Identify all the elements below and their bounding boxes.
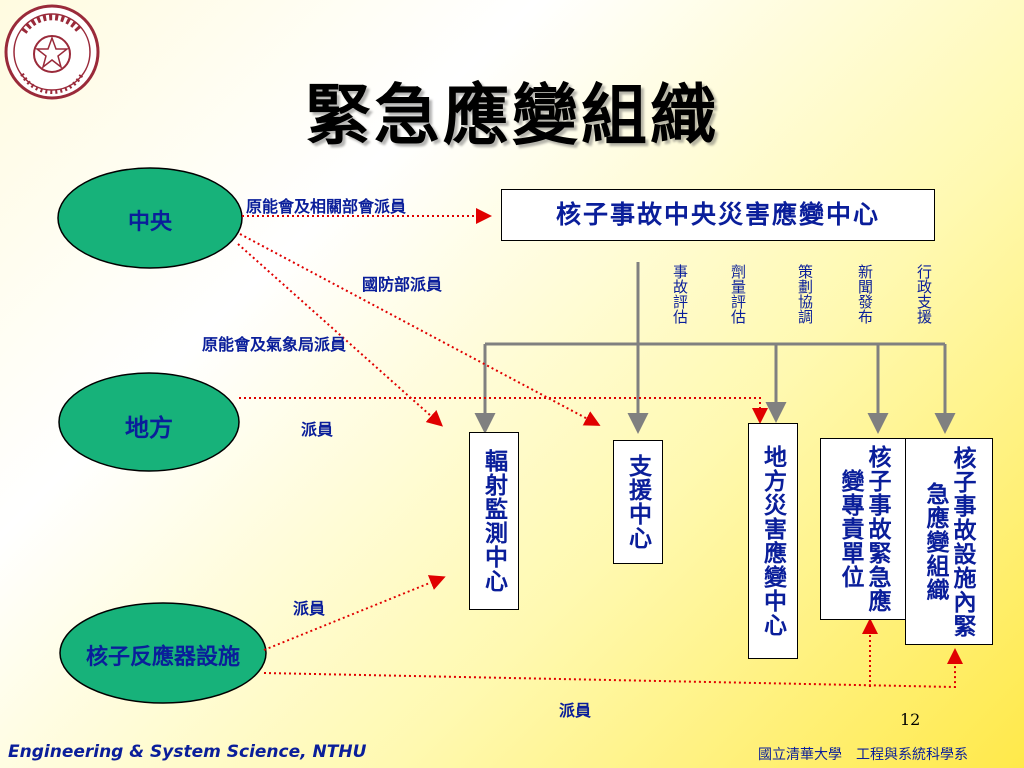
label-aec-related: 原能會及相關部會派員 xyxy=(246,197,407,216)
node-central: 中央 xyxy=(127,209,172,235)
function-admin-support: 行政支援 xyxy=(915,264,933,324)
central-disaster-center: 核子事故中央災害應變中心 xyxy=(501,189,935,241)
function-planning-coordination: 策劃協調 xyxy=(796,264,814,324)
function-accident-assessment: 事故評估 xyxy=(671,264,689,324)
label-local-dispatch: 派員 xyxy=(301,420,334,439)
local-disaster-center: 地方災害應變中心 xyxy=(748,423,798,659)
footer-left: Engineering & System Science, NTHU xyxy=(8,742,367,762)
ellipse-facility xyxy=(59,602,267,704)
function-news-release: 新聞發布 xyxy=(856,264,874,324)
node-local: 地方 xyxy=(125,413,173,442)
nthu-seal-icon xyxy=(2,2,102,102)
facility-emergency-org: 核子事故設施內緊急應變組織 xyxy=(905,438,993,645)
ellipse-local xyxy=(58,372,240,472)
label-bottom-dispatch: 派員 xyxy=(559,701,592,720)
label-aec-weather: 原能會及氣象局派員 xyxy=(202,335,347,354)
node-facility: 核子反應器設施 xyxy=(85,644,240,670)
dispatch-arrows xyxy=(237,208,963,689)
label-facility-dispatch: 派員 xyxy=(293,599,326,618)
support-center: 支援中心 xyxy=(613,440,663,564)
emergency-response-unit: 核子事故緊急應變專責單位 xyxy=(820,438,908,620)
radiation-monitoring-center: 輻射監測中心 xyxy=(469,432,519,610)
page-title: 緊急應變組織 xyxy=(305,76,719,154)
label-defense: 國防部派員 xyxy=(362,275,443,294)
function-connectors xyxy=(474,262,956,434)
ellipse-central xyxy=(57,167,243,269)
page-number: 12 xyxy=(900,710,921,729)
function-dose-assessment: 劑量評估 xyxy=(729,264,747,324)
footer-right: 國立清華大學 工程與系統科學系 xyxy=(758,747,968,763)
